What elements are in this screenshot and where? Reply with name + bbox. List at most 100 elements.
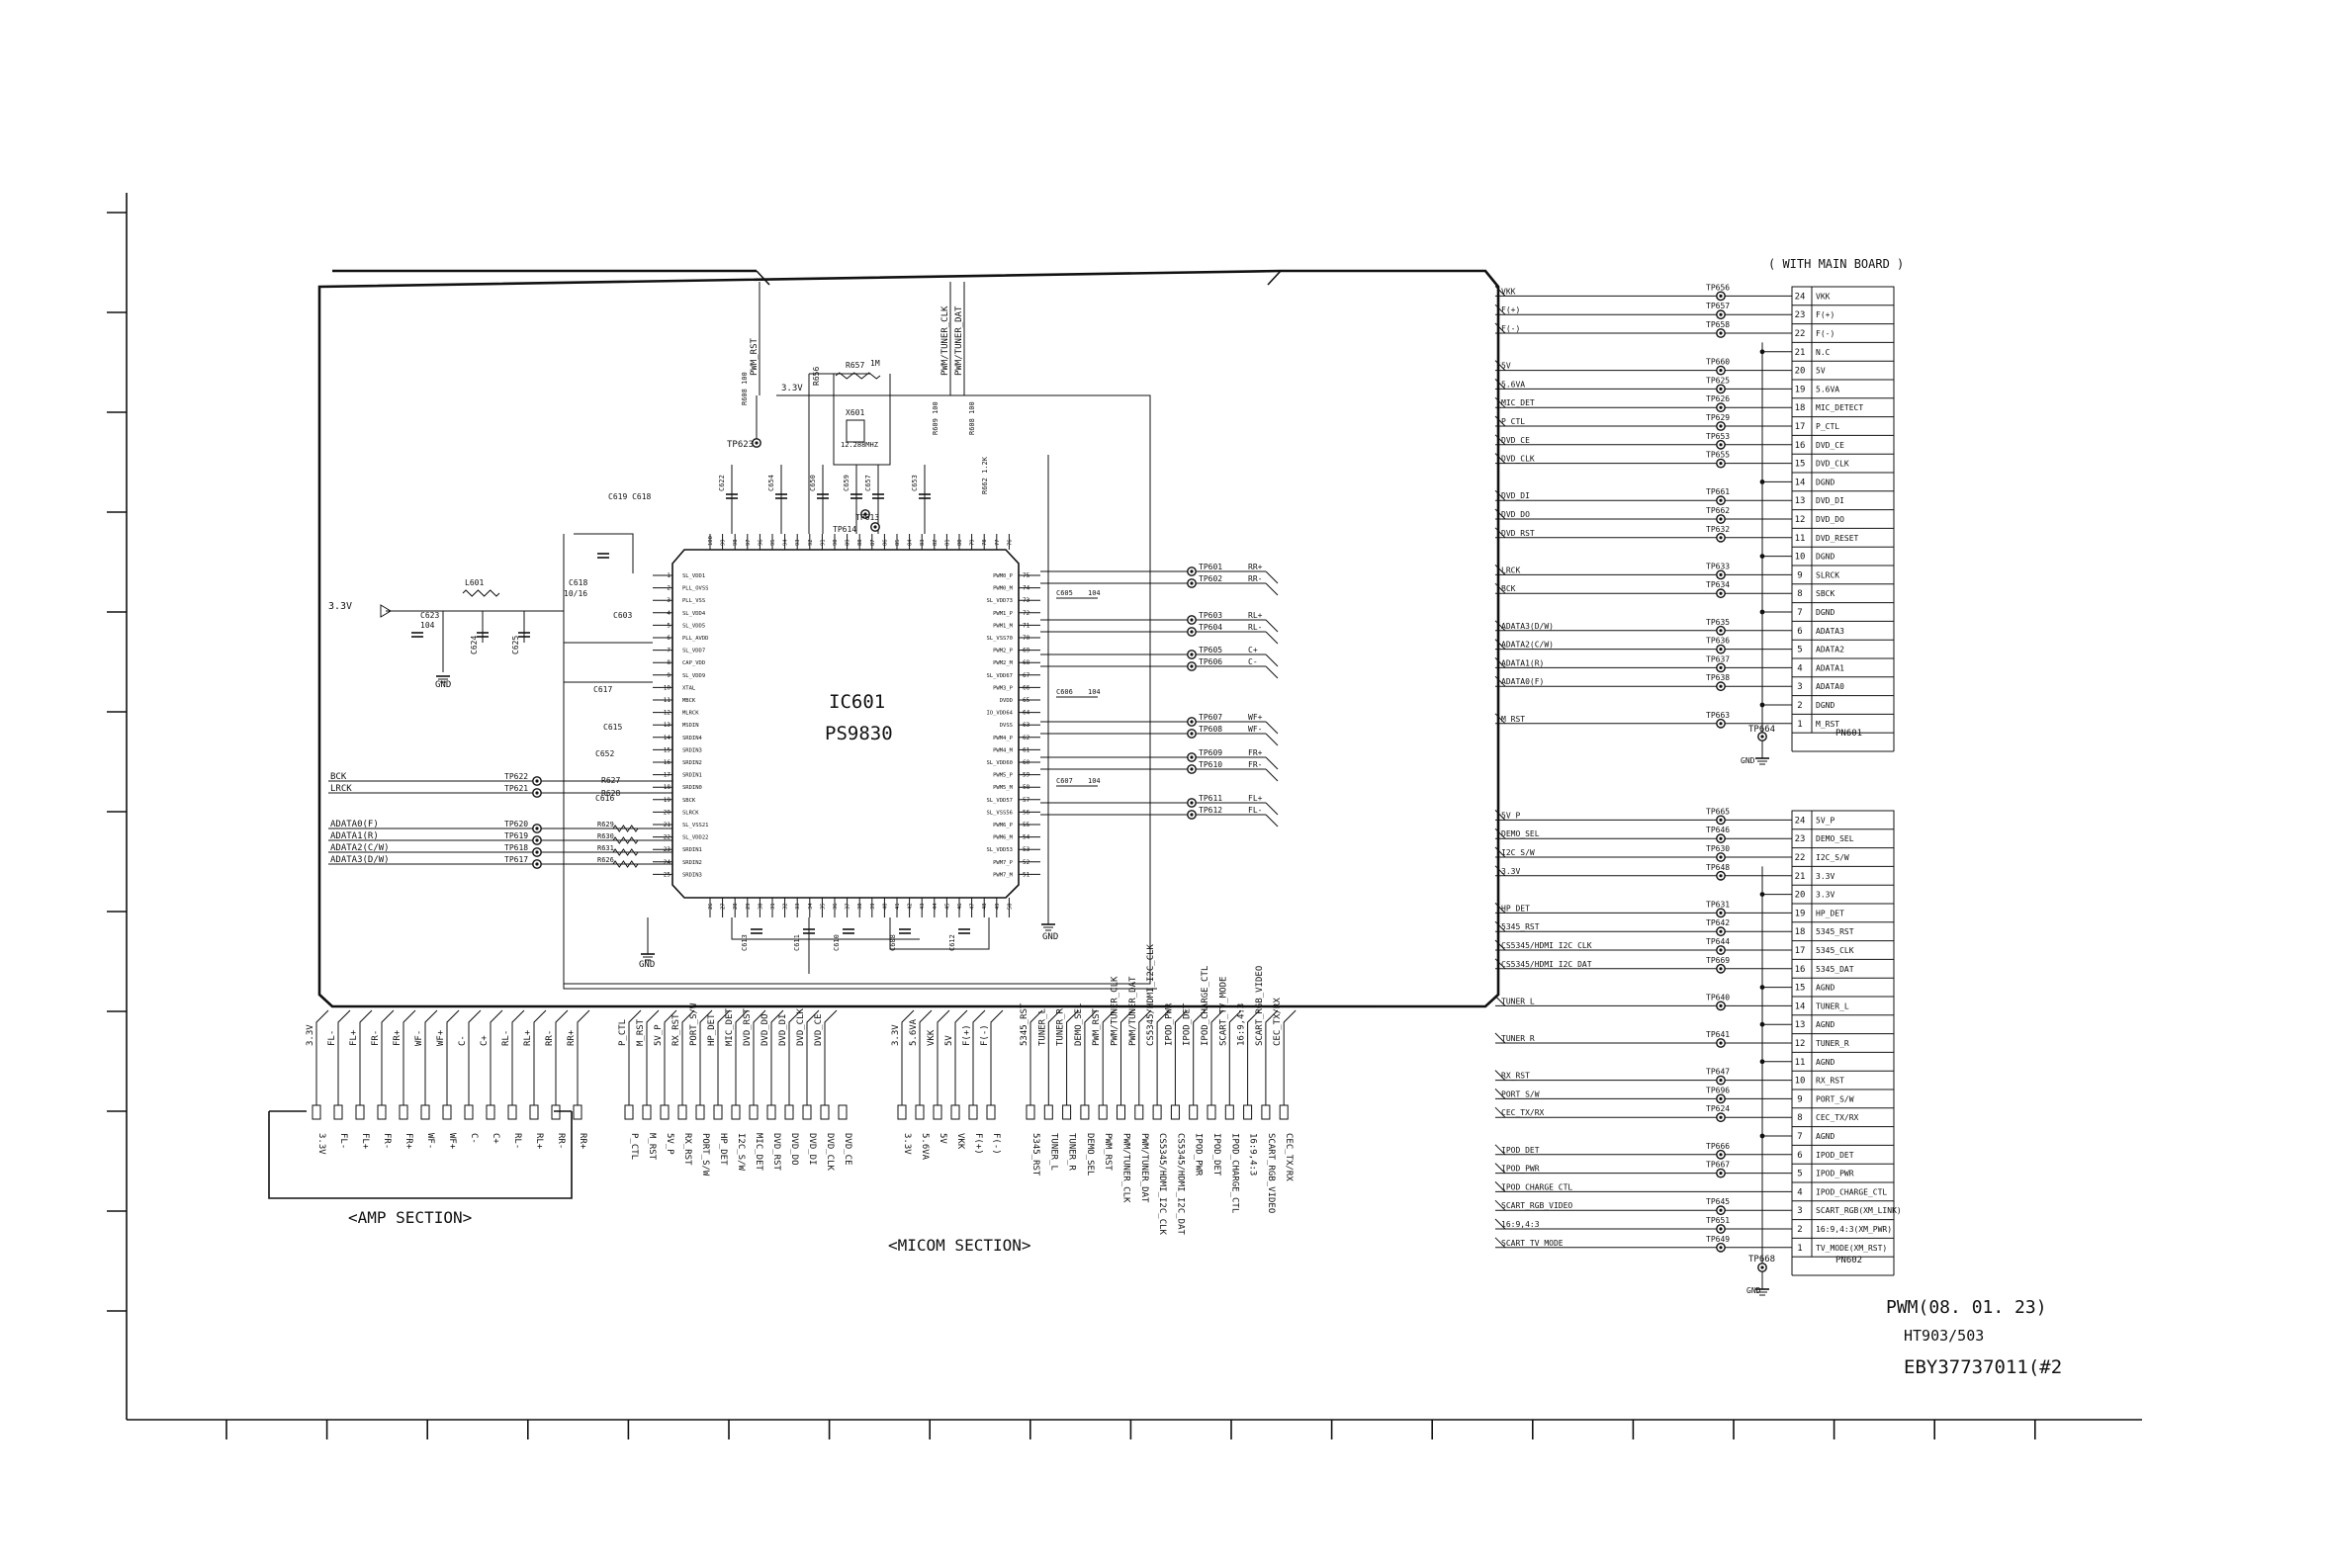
connector-net-label: DEMO_SEL	[1501, 829, 1540, 838]
ic-part-label: PS9830	[825, 723, 893, 744]
micom-group3-bottom-label: CEC_TX/RX	[1284, 1133, 1294, 1181]
amp-bottom-label: FL-	[338, 1133, 348, 1149]
connector-net-label: DVD_DO	[1501, 510, 1530, 519]
connector-net-bend	[1494, 360, 1506, 371]
micom-group1-connector-pin	[660, 1104, 670, 1120]
connector-pin-number: 2	[1797, 1225, 1802, 1235]
component-ref: TP622	[504, 772, 528, 781]
amp-top-label: RL+	[523, 1029, 533, 1046]
amp-top-label: WF+	[436, 1029, 446, 1046]
resistor-symbol	[835, 372, 881, 380]
connector-pin-name: 16:9,4:3(XM_PWR)	[1816, 1225, 1892, 1234]
component-ref: TP619	[504, 831, 528, 840]
ic-pin-number: 6	[667, 635, 671, 642]
component-ref: TP609	[1199, 748, 1222, 757]
ic-pin-number: 29	[746, 903, 752, 910]
ic-pin-number: 42	[908, 903, 914, 910]
connector-pin-number: 17	[1795, 422, 1806, 432]
ic-pin-number: 17	[664, 772, 671, 779]
connector-net-bend	[1494, 865, 1506, 877]
wire	[731, 917, 920, 940]
output-net-bend	[1265, 814, 1279, 828]
component-ref: TP696	[1706, 1086, 1730, 1094]
ic-pin-number: 79	[970, 539, 976, 546]
test-point-center	[535, 779, 539, 783]
micom-group1-wire	[806, 1009, 820, 1105]
micom-group3-wire	[1193, 1009, 1207, 1105]
amp-connector-pin	[420, 1104, 430, 1120]
board-notch	[756, 270, 770, 286]
amp-wire	[315, 1009, 329, 1105]
test-point-center	[1719, 1096, 1723, 1100]
connector-net-bend	[1494, 582, 1506, 594]
connector-pin-name: DVD_DI	[1816, 496, 1844, 505]
amp-top-label: FR-	[371, 1030, 381, 1046]
wire	[574, 533, 634, 573]
connector-pin-number: 21	[1795, 872, 1806, 882]
micom-group3-bottom-label: 16:9,4:3	[1248, 1133, 1258, 1176]
connector-pin-name: DGND	[1816, 608, 1834, 617]
test-point-center	[1190, 653, 1194, 656]
connector-pin-name: AGND	[1816, 1132, 1834, 1141]
ic-pin-number: 21	[664, 822, 671, 828]
amp-top-label: FL-	[327, 1030, 337, 1046]
connector-net-bend	[1494, 453, 1506, 464]
ic-pin-number: 44	[933, 903, 939, 910]
connector-pin-name: M_RST	[1816, 720, 1839, 729]
micom-group1-top-label: DVD_CE	[814, 1013, 824, 1046]
test-point-center	[1190, 618, 1194, 622]
ic-pin-name: MBCK	[682, 698, 696, 704]
connector-net-label: DVD_DI	[1501, 491, 1530, 500]
amp-connector-pin	[312, 1104, 321, 1120]
ic-pin-number: 18	[664, 784, 671, 791]
connector-net-label: 5V_P	[1501, 811, 1520, 820]
test-point-center	[1190, 720, 1194, 724]
connector-net-bend	[1494, 396, 1506, 408]
component-value: R662 1.2K	[981, 456, 989, 494]
ic-pin-number: 83	[920, 539, 926, 546]
amp-connector-pin	[333, 1104, 343, 1120]
component-ref: TP649	[1706, 1235, 1730, 1244]
ic-pin-name: DVDD	[1000, 698, 1013, 704]
test-point-center	[1719, 1153, 1723, 1157]
amp-wire	[381, 1009, 395, 1105]
connector-pin-number: 20	[1795, 367, 1806, 377]
ic-pin-number: 62	[1023, 735, 1030, 741]
component-ref: C622	[718, 475, 726, 491]
component-ref: C610	[833, 934, 841, 951]
component-ref: TP631	[1706, 900, 1730, 909]
connector-pin-number: 18	[1795, 403, 1806, 413]
ic-pin-name: DVSS	[1000, 723, 1013, 729]
connector-pin-name: IPOD_CHARGE_CTL	[1816, 1187, 1887, 1196]
connector-net-bend	[1494, 434, 1506, 446]
ic-pin-number: 54	[1023, 834, 1030, 841]
component-value: 10/16	[564, 589, 587, 598]
ic-pin-number: 99	[721, 539, 727, 546]
component-ref: TP658	[1706, 320, 1730, 329]
connector-net-bend	[1494, 415, 1506, 427]
micom-group3-connector-pin	[1224, 1104, 1234, 1120]
connector-pin-name: TV_MODE(XM_RST)	[1816, 1244, 1887, 1253]
ic-pin-number: 20	[664, 809, 671, 816]
connector-pin-name: SCART_RGB(XM_LINK)	[1816, 1206, 1902, 1215]
output-net-bend	[1265, 665, 1279, 679]
test-point-center	[1719, 1041, 1723, 1045]
pn601-gnd-tp: TP664	[1748, 725, 1775, 735]
micom-group1-bottom-label: PORT_S/W	[700, 1133, 710, 1176]
micom-group3-bottom-label: SCART_RGB_VIDEO	[1266, 1133, 1276, 1213]
component-value: 104	[1088, 777, 1101, 785]
connector-pin-number: 9	[1797, 570, 1802, 580]
model-label: HT903/503	[1904, 1327, 1984, 1345]
test-point-center	[1760, 735, 1764, 739]
component-ref: TP614	[833, 525, 856, 534]
ic-pin-name: PLL_OVSS	[682, 586, 709, 592]
connector-pin-number: 2	[1797, 701, 1802, 711]
connector-pin-number: 9	[1797, 1094, 1802, 1104]
output-net-label: FL+	[1248, 794, 1263, 803]
micom-group3-bottom-label: DEMO_SEL	[1085, 1133, 1095, 1176]
test-point-center	[1719, 517, 1723, 521]
ic-pin-number: 15	[664, 746, 671, 753]
